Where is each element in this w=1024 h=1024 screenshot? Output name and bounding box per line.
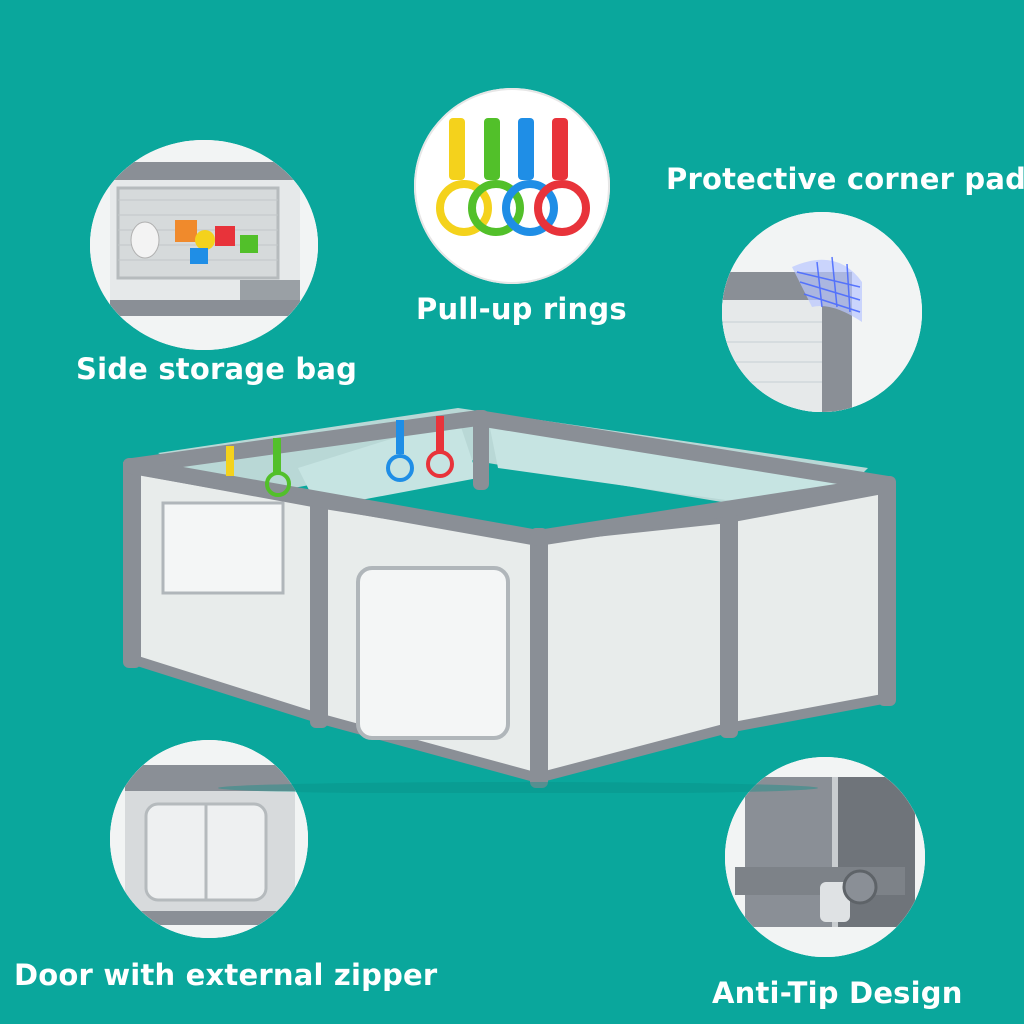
pull-up-rings-label: Pull-up rings (416, 292, 627, 326)
side-storage-bag-photo (90, 140, 318, 350)
protective-corner-pad-photo (722, 212, 922, 412)
storage-bag-icon (90, 140, 318, 350)
side-storage-bag-label: Side storage bag (76, 352, 358, 386)
zipper-door-icon (110, 740, 308, 938)
playpen-illustration (118, 398, 908, 793)
door-with-external-zipper-label: Door with external zipper (14, 958, 438, 992)
door-with-external-zipper-photo (110, 740, 308, 938)
anti-tip-design-photo (725, 757, 925, 957)
pull-up-rings-icon (436, 118, 590, 236)
protective-corner-pad-label: Protective corner pad (666, 162, 1024, 196)
pull-up-rings-photo (414, 88, 610, 284)
anti-tip-icon (725, 757, 925, 957)
corner-pad-icon (722, 212, 922, 412)
anti-tip-design-label: Anti-Tip Design (712, 976, 963, 1010)
playpen-icon (123, 408, 896, 793)
